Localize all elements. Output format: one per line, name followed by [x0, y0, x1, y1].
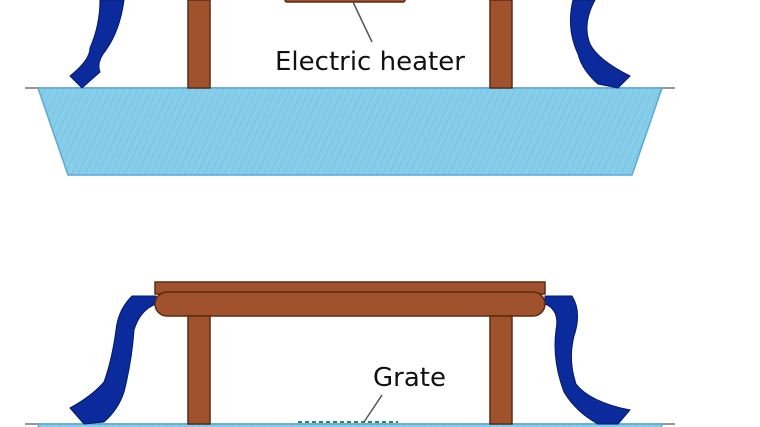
- top-left-leg: [187, 0, 211, 89]
- heater-leader-line: [352, 1, 373, 43]
- grate-label: Grate: [373, 363, 446, 393]
- table-apron: [154, 291, 546, 317]
- heater-icon: [284, 0, 406, 3]
- top-left-blanket: [69, 0, 125, 89]
- grate-leader-line: [363, 394, 383, 423]
- top-right-leg: [489, 0, 513, 89]
- bottom-left-leg: [187, 315, 211, 425]
- bottom-left-blanket: [69, 295, 157, 425]
- top-diagram: Electric heater: [25, 0, 675, 176]
- top-right-blanket: [569, 0, 631, 89]
- bottom-diagram: Grate: [25, 281, 675, 427]
- bottom-right-leg: [489, 315, 513, 425]
- top-pit: [36, 87, 664, 176]
- heater-label: Electric heater: [275, 47, 465, 77]
- bottom-right-blanket: [544, 295, 631, 425]
